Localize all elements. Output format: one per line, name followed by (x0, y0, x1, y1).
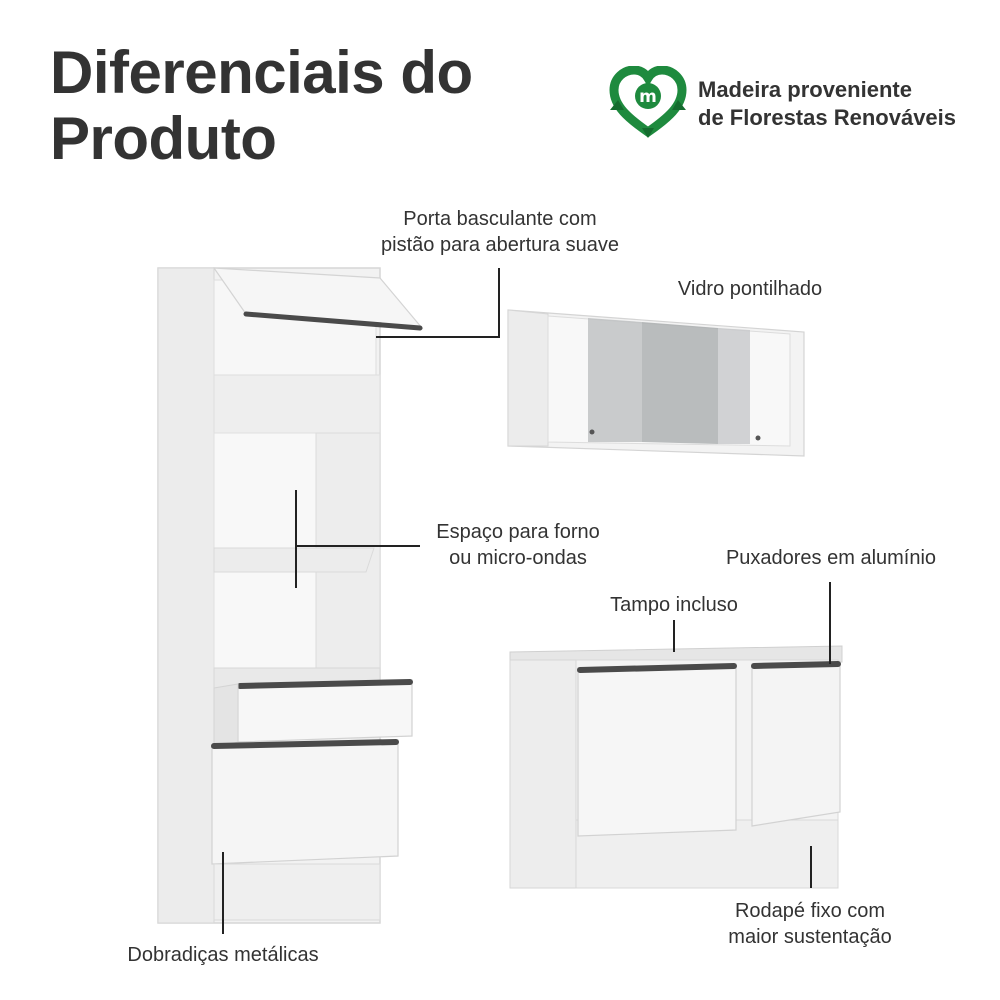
label-porta-line-2: pistão para abertura suave (381, 234, 619, 256)
leader-rodape (810, 846, 812, 888)
countertop (509, 645, 843, 663)
lower-door-handle (211, 739, 399, 749)
recycle-m-logo-icon: m (609, 66, 687, 138)
label-puxadores: Puxadores em alumínio (706, 545, 956, 571)
leader-porta-vertical (498, 268, 500, 338)
page-title-line-2: Produto (50, 105, 277, 172)
label-espaco-forno: Espaço para forno ou micro-ondas (418, 519, 618, 571)
eco-badge-line-2: de Florestas Renováveis (698, 105, 957, 130)
label-porta-basculante: Porta basculante com pistão para abertur… (362, 206, 638, 258)
lower-door (211, 739, 399, 865)
leader-tampo (673, 620, 675, 652)
label-dobradicas: Dobradiças metálicas (106, 942, 340, 968)
glass-panel-left (588, 318, 642, 442)
label-espaco-line-1: Espaço para forno (436, 521, 600, 543)
label-rodape: Rodapé fixo com maior sustentação (702, 898, 918, 950)
label-tampo-line-1: Tampo incluso (610, 594, 738, 616)
label-espaco-line-2: ou micro-ondas (449, 547, 587, 569)
label-dobradicas-line-1: Dobradiças metálicas (127, 944, 319, 966)
base-door-left (577, 663, 737, 837)
glass-panel-center (642, 322, 718, 444)
label-rodape-line-2: maior sustentação (728, 926, 892, 948)
leader-porta-horizontal (376, 336, 500, 338)
flap-handle (243, 311, 423, 331)
page-title: Diferenciais do Produto (50, 40, 473, 172)
logo-letter: m (639, 87, 657, 107)
leader-espaco-horizontal (296, 545, 420, 547)
leader-dobradicas (222, 852, 224, 934)
leader-espaco-vertical (295, 490, 297, 588)
tall-tower-cabinet (157, 267, 424, 924)
base-cabinet (509, 645, 843, 889)
base-door-right (751, 661, 841, 827)
label-tampo: Tampo incluso (592, 592, 756, 618)
label-rodape-line-1: Rodapé fixo com (734, 900, 886, 922)
base-handle-left (577, 663, 737, 673)
eco-badge-text: Madeira proveniente de Florestas Renováv… (698, 76, 956, 132)
eco-badge-line-1: Madeira proveniente (698, 77, 912, 102)
page-title-line-1: Diferenciais do (50, 39, 473, 106)
oven-shelf (213, 547, 375, 573)
label-vidro-pontilhado: Vidro pontilhado (660, 276, 840, 302)
glass-wall-cabinet (507, 309, 805, 457)
drawer-handle (237, 679, 413, 689)
open-drawer (237, 679, 413, 743)
leader-puxadores (829, 582, 831, 664)
glass-panel-right (718, 328, 750, 444)
label-puxadores-line-1: Puxadores em alumínio (725, 547, 937, 569)
base-handle-right (751, 661, 841, 669)
label-porta-line-1: Porta basculante com (403, 208, 597, 230)
label-vidro-line-1: Vidro pontilhado (677, 278, 823, 300)
